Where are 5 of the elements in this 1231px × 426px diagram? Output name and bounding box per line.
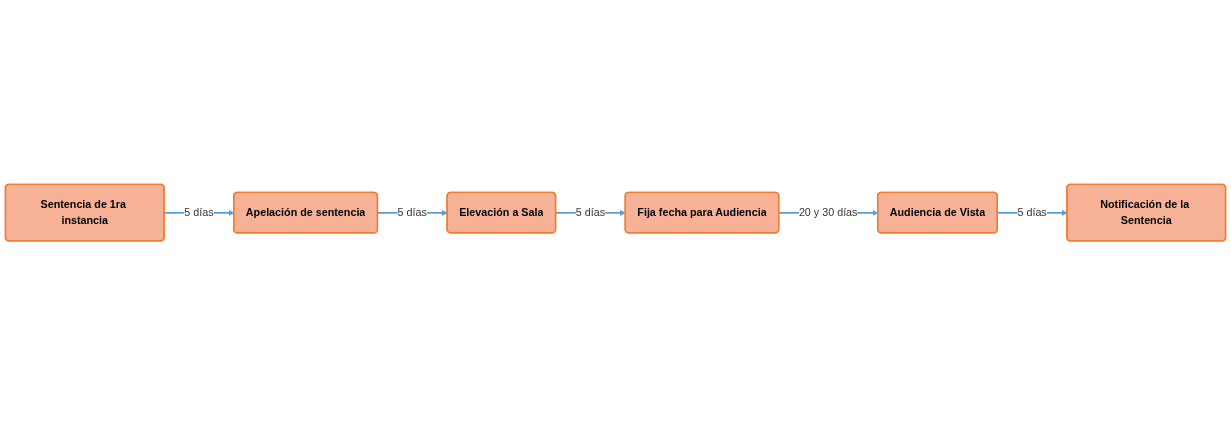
edge-label: 5 días [575, 206, 606, 219]
edge-label: 5 días [184, 206, 214, 219]
edge-label: 5 días [1017, 206, 1047, 219]
edge-label: 5 días [397, 206, 427, 219]
edge-label: 20 y 30 días [798, 206, 858, 219]
